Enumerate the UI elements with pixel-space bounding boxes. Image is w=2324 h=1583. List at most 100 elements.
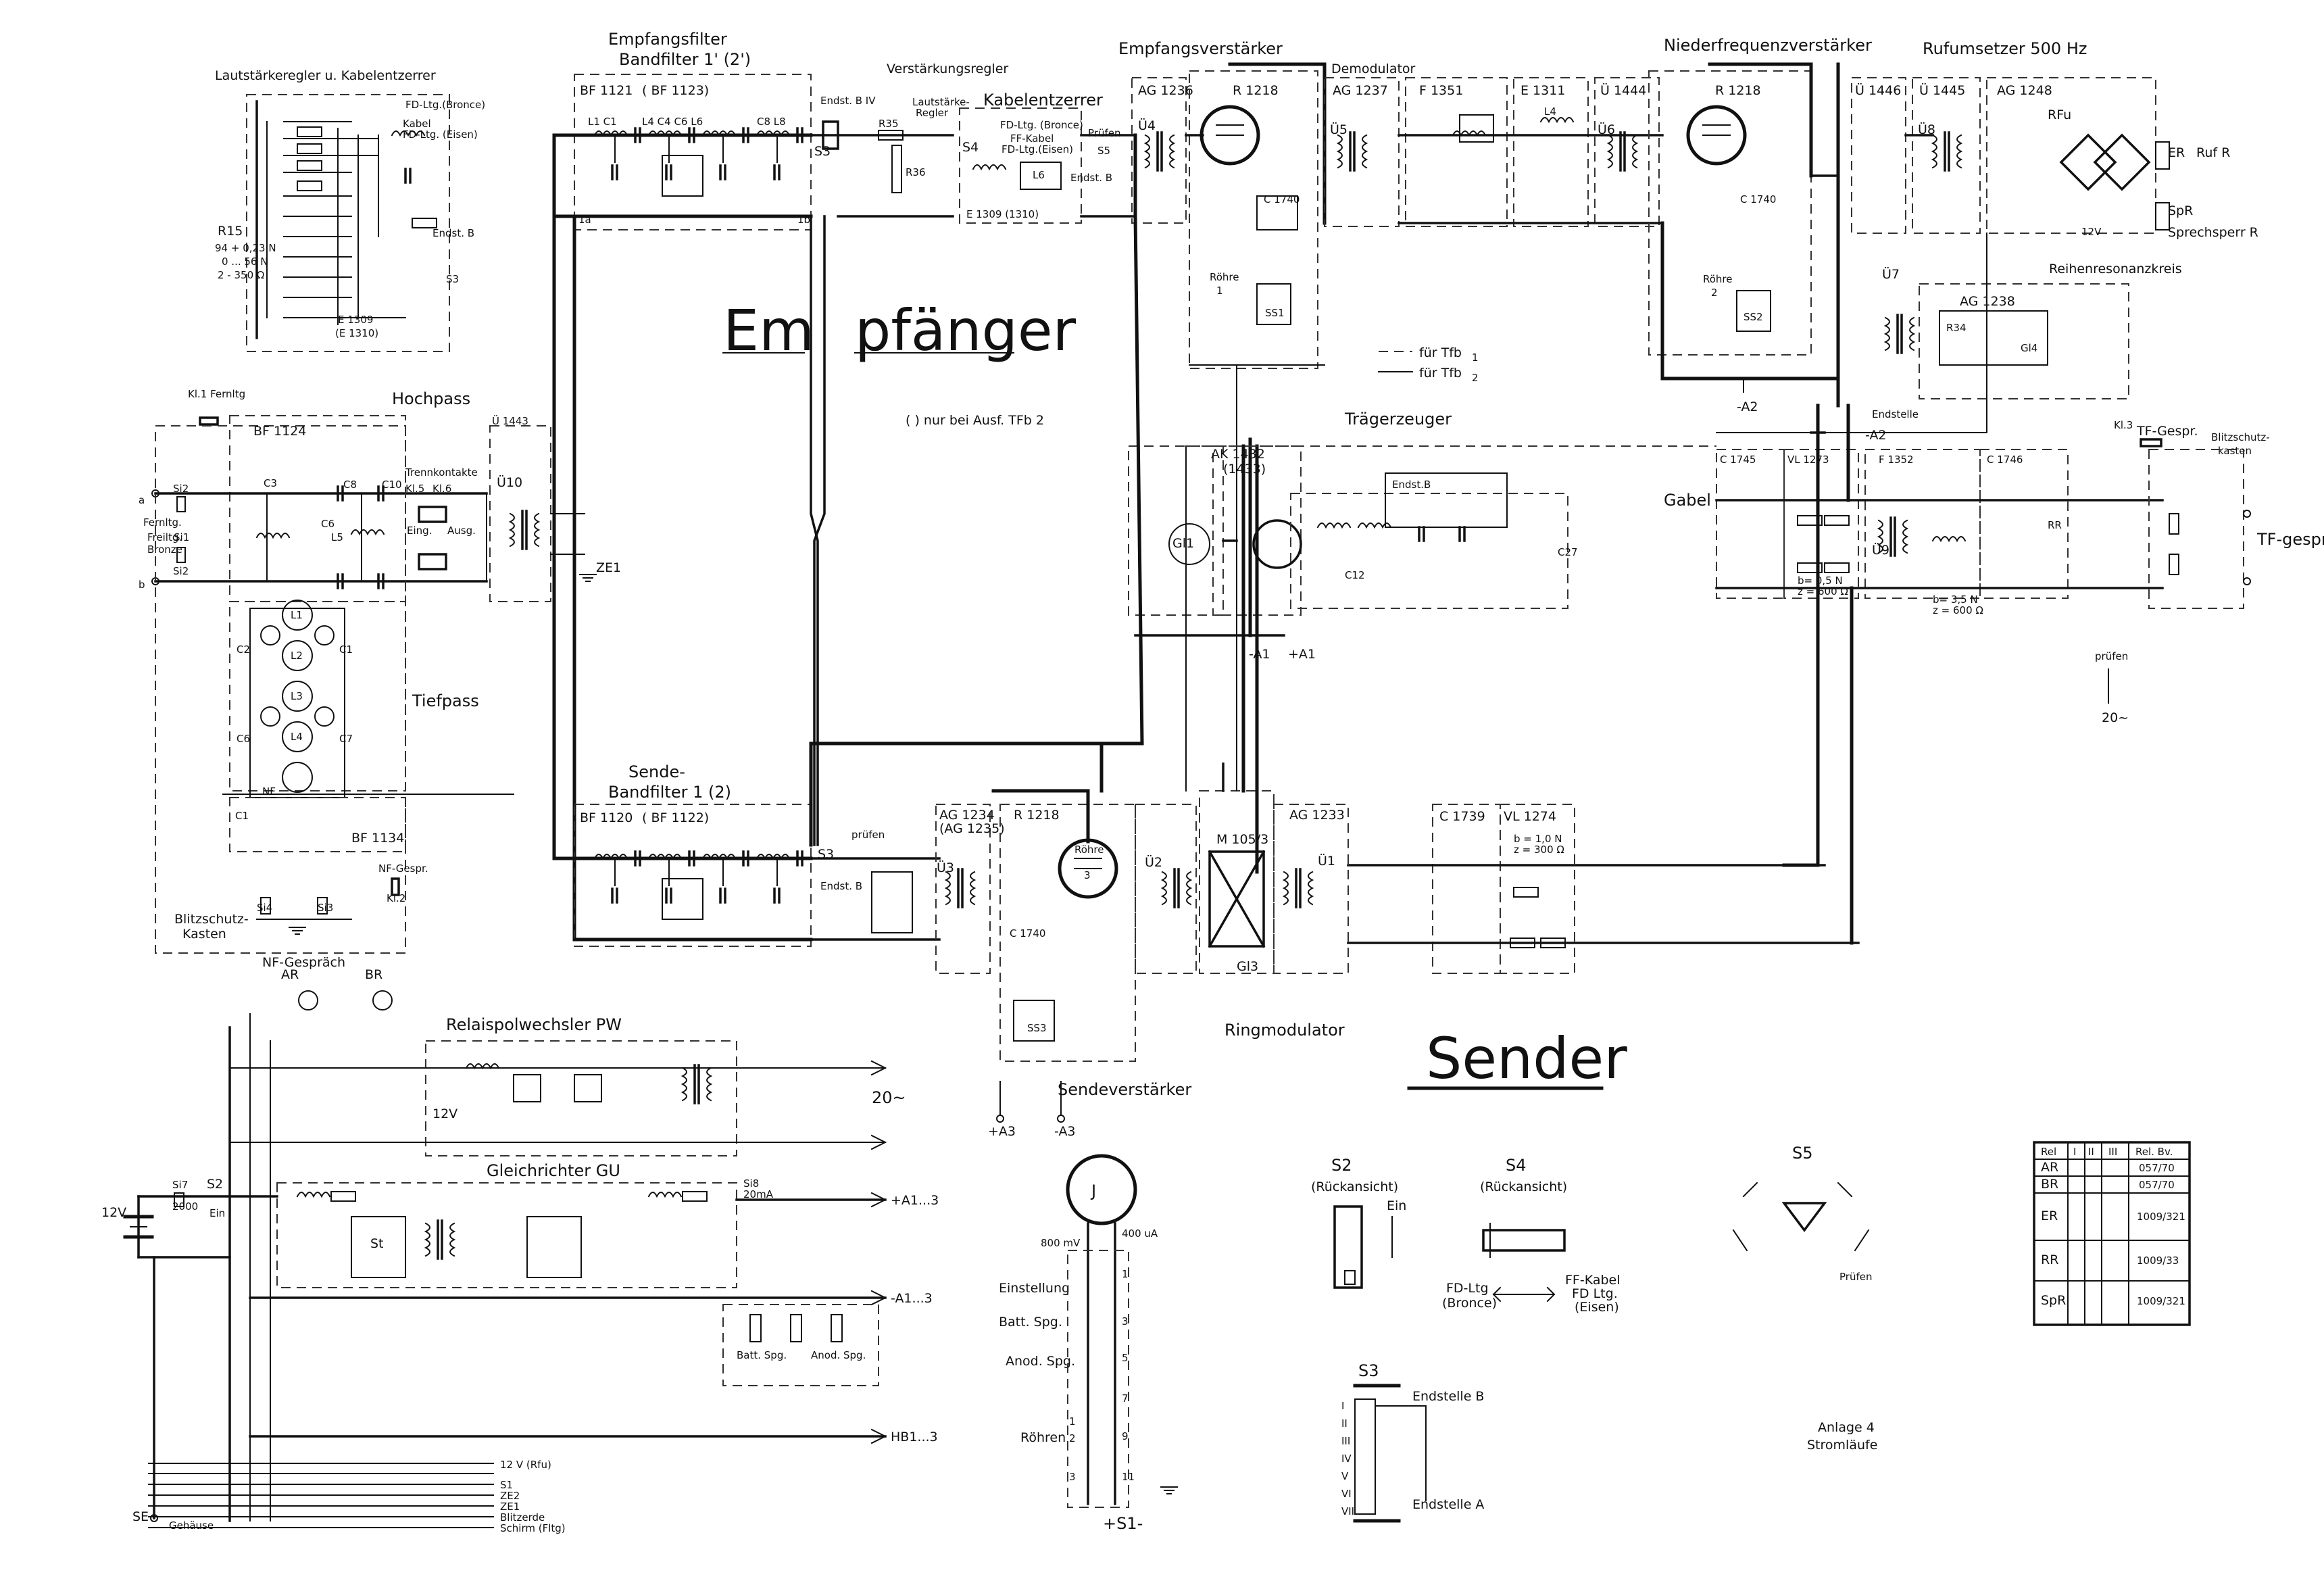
svg-text:1a: 1a [578,214,591,226]
svg-text:FF-Kabel: FF-Kabel [1565,1273,1621,1288]
svg-text:IV: IV [1341,1453,1352,1465]
svg-text:Lautstärke-: Lautstärke- [912,96,970,108]
svg-text:ER: ER [2041,1209,2058,1223]
svg-text:L4 C4 C6 L6: L4 C4 C6 L6 [642,116,703,128]
svg-text:Ü 1445: Ü 1445 [1919,82,1965,98]
svg-text:Blitzschutz-: Blitzschutz- [174,912,249,927]
svg-text:HB1...3: HB1...3 [891,1430,938,1444]
svg-text:AR: AR [281,967,299,982]
svg-text:C8: C8 [343,479,357,491]
svg-text:b = 1,0 N: b = 1,0 N [1514,833,1562,845]
svg-text:Röhre: Röhre [1703,273,1733,285]
svg-text:S5: S5 [1097,145,1110,157]
svg-text:Kl.1 Fernltg: Kl.1 Fernltg [188,388,245,400]
svg-text:L1 C1: L1 C1 [588,116,617,128]
svg-text:F 1351: F 1351 [1419,83,1463,98]
svg-text:Ü6: Ü6 [1598,122,1615,137]
svg-text:S3: S3 [1358,1361,1379,1380]
anlage-label: Anlage 4 [1818,1420,1875,1435]
svg-text:1: 1 [1122,1268,1129,1280]
svg-text:Röhre: Röhre [1074,844,1104,856]
empfangsverstaerker-block: Empfangsverstärker AG 1236 Ü4 R 1218 Röh… [1118,39,1416,369]
svg-text:Bandfilter 1 (2): Bandfilter 1 (2) [608,783,731,802]
svg-text:NF: NF [262,785,276,798]
svg-text:AG 1236: AG 1236 [1138,83,1193,98]
svg-text:Rel. Bv.: Rel. Bv. [2135,1146,2173,1158]
svg-text:12V: 12V [101,1205,126,1220]
svg-text:( BF 1123): ( BF 1123) [642,83,709,98]
svg-text:a: a [139,494,145,506]
svg-text:Ü 1446: Ü 1446 [1855,82,1901,98]
switch-s5: S5 Prüfen [1732,1144,1872,1283]
svg-text:VII: VII [1341,1505,1354,1517]
svg-text:Kl.5: Kl.5 [405,483,424,495]
svg-text:Endst. B: Endst. B [820,880,862,892]
section-demodulator: Demodulator [1331,62,1416,76]
svg-text:2: 2 [1069,1432,1076,1444]
svg-text:L5: L5 [331,531,343,543]
svg-text:b: b [139,579,145,591]
switch-s4: S4 (Rückansicht) FD-Ltg (Bronce) FF-Kabe… [1442,1156,1621,1315]
svg-text:Blitzschutz-: Blitzschutz- [2211,431,2270,443]
title-empfaenger-b: pfänger [855,297,1077,364]
svg-text:ER: ER [2168,145,2185,160]
svg-text:Anod. Spg.: Anod. Spg. [1006,1354,1075,1369]
svg-text:Kl.3: Kl.3 [2114,419,2133,431]
kl1-terminal[interactable] [199,416,219,426]
title-empfaenger-a: Em [723,297,814,364]
svg-text:TF-Gespr.: TF-Gespr. [2136,424,2198,439]
svg-text:(Rückansicht): (Rückansicht) [1311,1179,1398,1194]
svg-text:1009/321: 1009/321 [2137,1211,2185,1223]
svg-text:R 1218: R 1218 [1715,83,1761,98]
svg-text:C27: C27 [1558,546,1578,558]
svg-text:C 1745: C 1745 [1720,454,1756,466]
section-lautstaerke: Lautstärkeregler u. Kabelentzerrer [215,68,436,83]
svg-text:E 1309 (1310): E 1309 (1310) [966,208,1039,220]
svg-text:(Bronce): (Bronce) [1442,1296,1497,1311]
svg-text:ZE1: ZE1 [596,560,621,575]
svg-text:Gl4: Gl4 [2021,342,2037,354]
svg-text:C10: C10 [382,479,402,491]
gabel-block: Gabel C 1745 VL 1273 F 1352 C 1746 b= 0,… [1664,419,2324,725]
svg-text:Si7: Si7 [172,1179,188,1191]
svg-text:L4: L4 [291,731,303,743]
sendefilter-block: Sende- Bandfilter 1 (2) BF 1120 ( BF 112… [552,762,941,947]
svg-text:NF-Gespr.: NF-Gespr. [378,862,428,875]
svg-text:SpR: SpR [2168,203,2193,218]
svg-text:7: 7 [1122,1392,1129,1405]
svg-text:J: J [1090,1182,1096,1200]
svg-text:S4: S4 [962,140,979,155]
svg-text:E 1309: E 1309 [338,314,373,326]
svg-text:12V: 12V [432,1106,458,1121]
svg-text:3: 3 [1122,1315,1129,1328]
svg-text:Si3: Si3 [318,902,333,914]
svg-text:VL 1273: VL 1273 [1787,454,1829,466]
svg-text:III: III [1341,1435,1350,1447]
svg-text:R36: R36 [906,166,926,178]
svg-text:-A1...3: -A1...3 [891,1291,933,1306]
svg-text:Regler: Regler [916,107,949,119]
svg-text:057/70: 057/70 [2139,1162,2175,1174]
svg-text:L4: L4 [1544,105,1556,118]
svg-text:Ü3: Ü3 [937,860,954,875]
svg-text:1: 1 [1069,1415,1076,1428]
svg-text:C 1740: C 1740 [1264,193,1300,205]
svg-text:3: 3 [1084,869,1091,881]
tube-roehre-2 [1686,105,1747,166]
rufumsetzer-block: Rufumsetzer 500 Hz Ü 1446 Ü 1445 Ü8 AG 1… [1851,39,2258,240]
svg-text:1: 1 [1472,351,1479,364]
svg-text:NF-Gespräch: NF-Gespräch [262,955,345,970]
svg-text:C2: C2 [237,643,250,656]
svg-text:L1: L1 [291,609,303,621]
svg-text:Ü 1443: Ü 1443 [492,414,528,427]
svg-text:C6: C6 [237,733,250,745]
svg-text:C 1746: C 1746 [1987,454,2023,466]
svg-text:2000: 2000 [172,1200,198,1213]
svg-text:Ü 1444: Ü 1444 [1600,82,1646,98]
svg-text:C6: C6 [321,518,335,530]
sendeverstaerker-block: AG 1234 (AG 1235) Ü3 R 1218 Röhre 3 C 17… [935,789,1191,1139]
svg-text:VL 1274: VL 1274 [1504,809,1556,824]
svg-text:Ausg.: Ausg. [447,525,476,537]
svg-text:Batt. Spg.: Batt. Spg. [737,1349,787,1361]
